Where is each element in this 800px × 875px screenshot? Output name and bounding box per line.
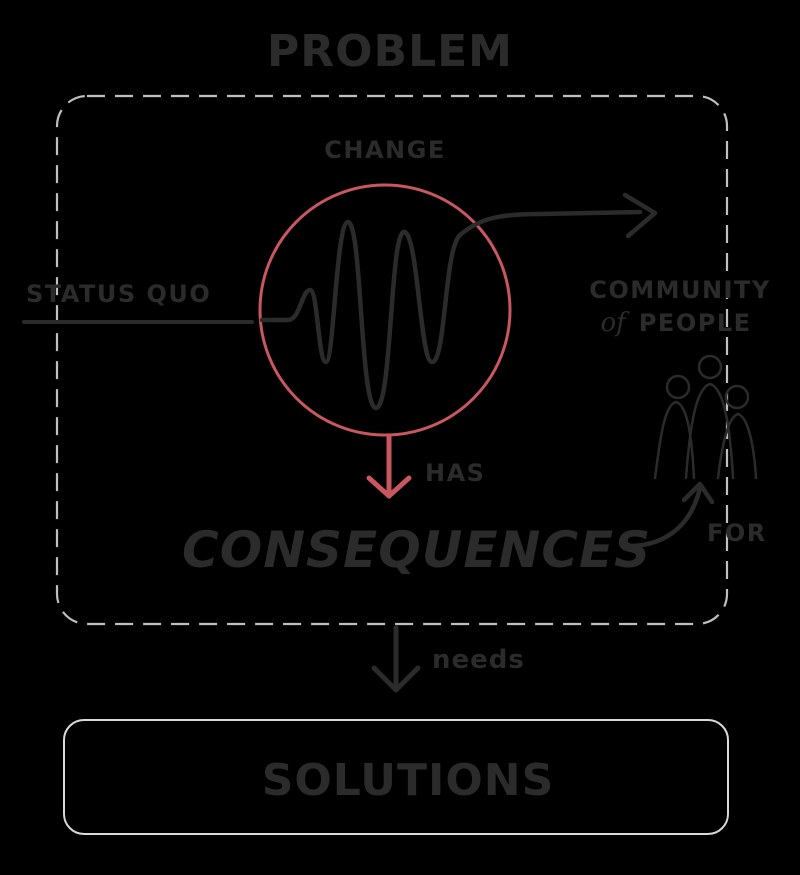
community-people-word: PEOPLE	[639, 309, 752, 337]
for-arrowhead	[681, 481, 715, 505]
has-label: HAS	[425, 459, 485, 487]
community-label-line1: COMMUNITY	[589, 276, 771, 304]
diagram-title: PROBLEM	[267, 26, 513, 77]
solutions-box	[63, 719, 729, 835]
for-label: FOR	[707, 519, 767, 547]
change-label: CHANGE	[324, 136, 445, 164]
change-wave	[259, 209, 643, 411]
people-icon	[653, 354, 758, 480]
consequences-label: CONSEQUENCES	[182, 521, 651, 579]
needs-label: needs	[432, 645, 525, 675]
has-arrow-head	[366, 475, 412, 499]
change-arrowhead	[622, 192, 658, 239]
for-curved-arrow	[619, 485, 703, 549]
needs-arrow-head	[371, 665, 421, 693]
community-of-word: of	[600, 308, 630, 338]
community-label-line2: of PEOPLE	[600, 308, 751, 338]
solutions-label: SOLUTIONS	[262, 755, 555, 806]
status-quo-label: STATUS QUO	[26, 280, 211, 308]
change-circle	[258, 183, 512, 437]
